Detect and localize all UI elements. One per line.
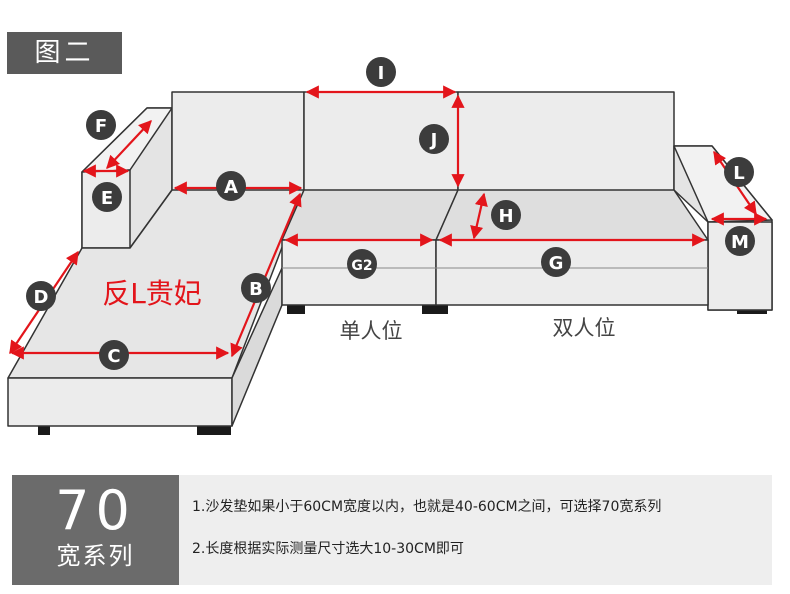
- svg-text:I: I: [378, 63, 385, 84]
- single-seat-label: 单人位: [340, 319, 403, 343]
- callout-E: E: [92, 182, 122, 212]
- measure-H: [470, 192, 488, 240]
- chaise-front: [7, 377, 233, 427]
- series-number: 70: [55, 479, 136, 542]
- svg-text:G2: G2: [351, 258, 372, 274]
- sofa-name-label: 反L贵妃: [102, 277, 202, 310]
- callout-G2: G2: [347, 249, 377, 279]
- svg-text:G: G: [549, 253, 564, 274]
- svg-text:E: E: [101, 188, 113, 209]
- note-item: 1.沙发垫如果小于60CM宽度以内，也就是40-60CM之间，可选择70宽系列: [192, 499, 662, 515]
- svg-text:C: C: [107, 346, 120, 367]
- callout-L: L: [724, 157, 754, 187]
- svg-text:A: A: [224, 177, 238, 198]
- svg-text:J: J: [429, 130, 438, 151]
- callout-I: I: [366, 57, 396, 87]
- figure-title-tag: 图二: [7, 32, 122, 74]
- sofa-diagram: I J F E A H L M D B C G2: [7, 57, 773, 435]
- callout-M: M: [725, 226, 755, 256]
- callout-D: D: [26, 281, 56, 311]
- double-seat-label: 双人位: [553, 316, 616, 340]
- callout-G: G: [541, 247, 571, 277]
- callout-H: H: [491, 200, 521, 230]
- note-item: 2.长度根据实际测量尺寸选大10-30CM即可: [192, 541, 464, 557]
- callout-A: A: [216, 171, 246, 201]
- single-seat-top: [281, 189, 459, 241]
- callout-B: B: [241, 273, 271, 303]
- series-label: 宽系列: [56, 542, 135, 570]
- measure-B: [230, 192, 302, 358]
- back-cushion-double: [457, 91, 675, 193]
- svg-text:M: M: [731, 232, 749, 253]
- double-seat-top: [435, 189, 709, 241]
- callout-J: J: [419, 124, 449, 154]
- svg-text:D: D: [34, 287, 49, 308]
- notes-list: 1.沙发垫如果小于60CM宽度以内，也就是40-60CM之间，可选择70宽系列 …: [192, 497, 772, 581]
- double-seat-front: [435, 239, 709, 306]
- svg-text:H: H: [498, 206, 513, 227]
- svg-text:F: F: [95, 116, 107, 137]
- svg-text:L: L: [733, 163, 744, 184]
- callout-C: C: [99, 340, 129, 370]
- svg-text:B: B: [249, 279, 263, 300]
- callout-F: F: [86, 110, 116, 140]
- series-badge: 70 宽系列: [12, 475, 179, 585]
- measure-F: [106, 120, 152, 169]
